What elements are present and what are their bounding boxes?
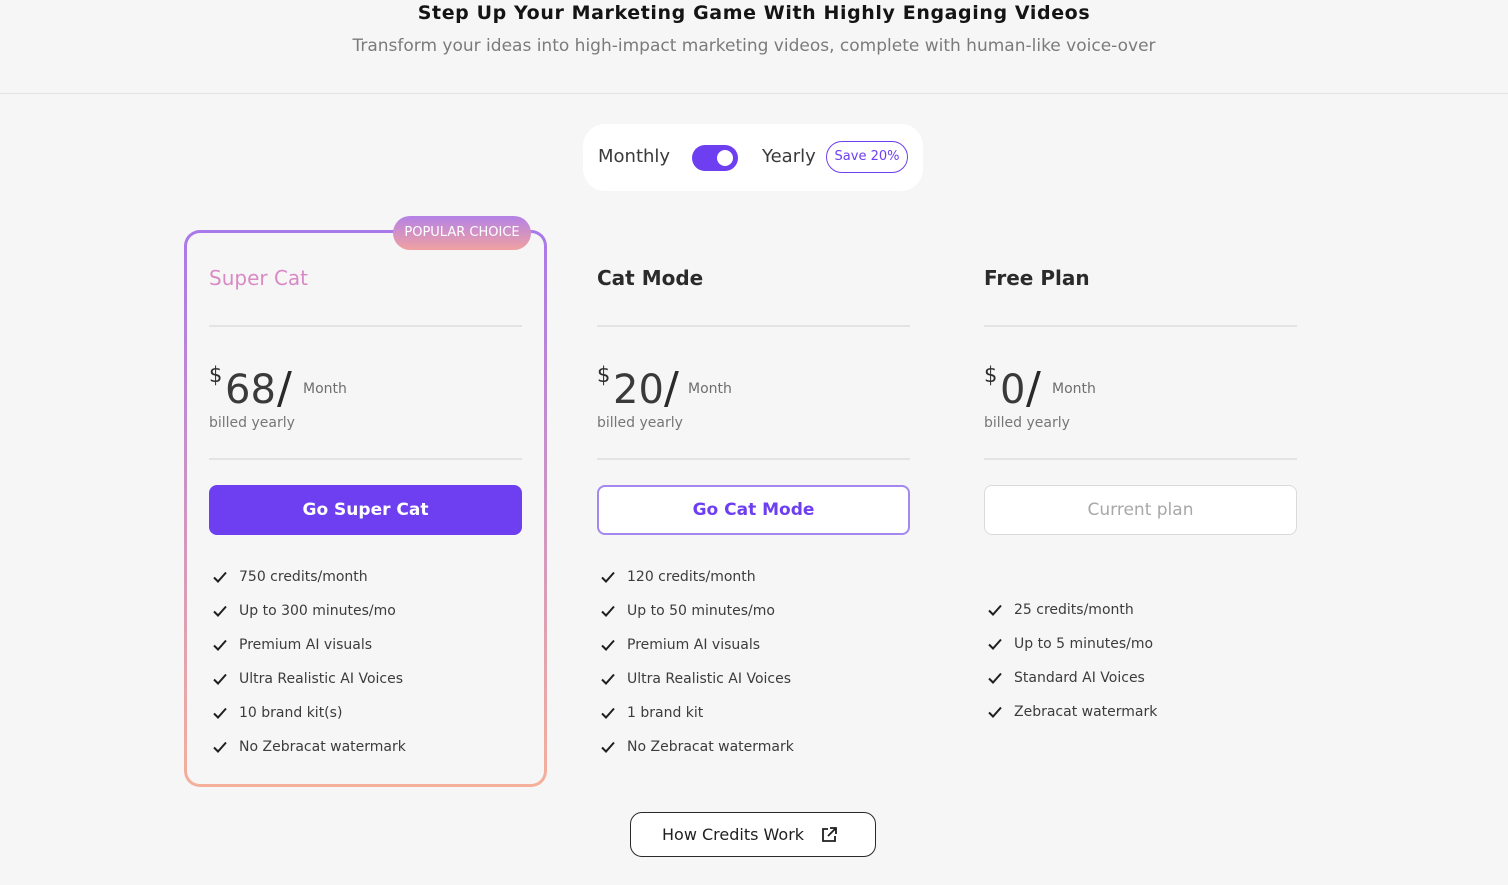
feature-item: 750 credits/month — [209, 568, 529, 602]
divider — [209, 325, 522, 327]
feature-item: Zebracat watermark — [984, 703, 1304, 737]
price-amount: 20 — [613, 367, 664, 413]
currency-symbol: $ — [209, 363, 223, 387]
check-icon — [213, 571, 227, 583]
plan-card-cat-mode: Cat Mode $ 20 / Month billed yearly Go C… — [573, 230, 936, 787]
divider — [984, 325, 1297, 327]
billing-period-toggle: Monthly Yearly Save 20% — [583, 124, 923, 191]
price-slash: / — [664, 363, 679, 414]
billed-note: billed yearly — [984, 415, 1070, 431]
plan-name: Free Plan — [984, 266, 1090, 290]
check-icon — [601, 673, 615, 685]
go-super-cat-button[interactable]: Go Super Cat — [209, 485, 522, 535]
billing-switch[interactable] — [692, 145, 738, 171]
price: $ 0 / Month — [984, 359, 1284, 419]
feature-list: 120 credits/month Up to 50 minutes/mo Pr… — [597, 568, 917, 772]
feature-item: Premium AI visuals — [597, 636, 917, 670]
price-period: Month — [1052, 381, 1096, 397]
plan-card-free-plan: Free Plan $ 0 / Month billed yearly Curr… — [960, 230, 1323, 787]
check-icon — [213, 605, 227, 617]
yearly-option[interactable]: Yearly — [762, 146, 816, 167]
price: $ 68 / Month — [209, 359, 509, 419]
page-title: Step Up Your Marketing Game With Highly … — [417, 2, 1091, 24]
price: $ 20 / Month — [597, 359, 897, 419]
feature-item: No Zebracat watermark — [209, 738, 529, 772]
check-icon — [601, 741, 615, 753]
price-period: Month — [303, 381, 347, 397]
check-icon — [213, 741, 227, 753]
price-slash: / — [1026, 363, 1041, 414]
feature-item: 120 credits/month — [597, 568, 917, 602]
feature-list: 25 credits/month Up to 5 minutes/mo Stan… — [984, 601, 1304, 737]
page-header: Step Up Your Marketing Game With Highly … — [0, 0, 1508, 94]
divider — [209, 458, 522, 460]
billed-note: billed yearly — [209, 415, 295, 431]
check-icon — [601, 707, 615, 719]
price-amount: 68 — [225, 367, 276, 413]
feature-item: 25 credits/month — [984, 601, 1304, 635]
billed-note: billed yearly — [597, 415, 683, 431]
popular-choice-badge: POPULAR CHOICE — [393, 216, 531, 250]
how-credits-work-button[interactable]: How Credits Work — [630, 812, 876, 857]
divider — [597, 458, 910, 460]
feature-item: 1 brand kit — [597, 704, 917, 738]
monthly-option[interactable]: Monthly — [598, 146, 671, 167]
price-period: Month — [688, 381, 732, 397]
check-icon — [601, 605, 615, 617]
current-plan-button[interactable]: Current plan — [984, 485, 1297, 535]
save-badge: Save 20% — [826, 141, 908, 173]
check-icon — [213, 639, 227, 651]
feature-item: Up to 5 minutes/mo — [984, 635, 1304, 669]
feature-item: Premium AI visuals — [209, 636, 529, 670]
feature-item: No Zebracat watermark — [597, 738, 917, 772]
divider — [984, 458, 1297, 460]
feature-item: Up to 300 minutes/mo — [209, 602, 529, 636]
plan-name: Super Cat — [209, 266, 309, 290]
feature-item: Up to 50 minutes/mo — [597, 602, 917, 636]
feature-item: Ultra Realistic AI Voices — [597, 670, 917, 704]
plan-card-super-cat: POPULAR CHOICE Super Cat $ 68 / Month bi… — [184, 216, 547, 787]
check-icon — [988, 672, 1002, 684]
feature-item: Ultra Realistic AI Voices — [209, 670, 529, 704]
check-icon — [213, 707, 227, 719]
price-amount: 0 — [1000, 367, 1026, 413]
external-link-icon — [822, 827, 837, 842]
page-subtitle: Transform your ideas into high-impact ma… — [352, 36, 1156, 56]
price-slash: / — [277, 363, 292, 414]
how-credits-work-label: How Credits Work — [662, 825, 805, 844]
switch-knob — [717, 150, 733, 166]
divider — [597, 325, 910, 327]
check-icon — [601, 639, 615, 651]
feature-item: 10 brand kit(s) — [209, 704, 529, 738]
currency-symbol: $ — [984, 363, 998, 387]
check-icon — [988, 638, 1002, 650]
feature-item: Standard AI Voices — [984, 669, 1304, 703]
check-icon — [988, 604, 1002, 616]
check-icon — [988, 706, 1002, 718]
check-icon — [213, 673, 227, 685]
plan-name: Cat Mode — [597, 266, 704, 290]
go-cat-mode-button[interactable]: Go Cat Mode — [597, 485, 910, 535]
feature-list: 750 credits/month Up to 300 minutes/mo P… — [209, 568, 529, 772]
check-icon — [601, 571, 615, 583]
currency-symbol: $ — [597, 363, 611, 387]
